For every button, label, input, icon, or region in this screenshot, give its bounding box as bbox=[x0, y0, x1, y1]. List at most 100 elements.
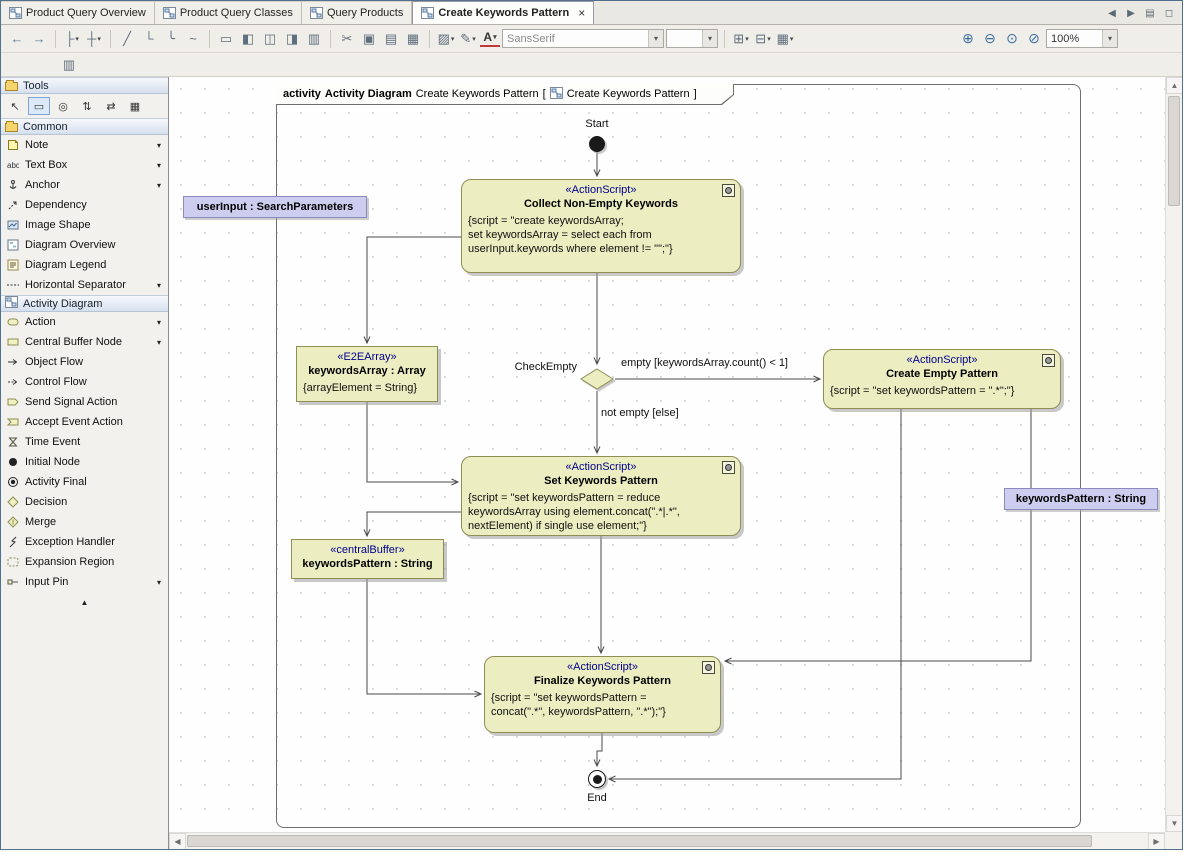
back-icon[interactable]: ← bbox=[7, 29, 27, 49]
swimlanes-icon[interactable]: ▥ bbox=[59, 55, 79, 75]
selection-tool-icon[interactable]: ↖ bbox=[4, 97, 26, 115]
tab-close-icon[interactable]: × bbox=[578, 8, 585, 18]
tab-product-query-classes[interactable]: Product Query Classes bbox=[155, 1, 302, 24]
scroll-left-icon[interactable] bbox=[169, 833, 186, 850]
font-color-icon[interactable]: A▾ bbox=[480, 30, 500, 47]
chevron-down-icon[interactable] bbox=[157, 279, 161, 291]
zoom-out-icon[interactable]: ⊖ bbox=[980, 29, 1000, 49]
distribute-icon[interactable]: ▥ bbox=[304, 29, 324, 49]
palette-item-control-flow[interactable]: Control Flow bbox=[1, 372, 168, 392]
hand-tool-icon[interactable]: ◎ bbox=[52, 97, 74, 115]
marquee-tool-icon[interactable]: ▭ bbox=[28, 97, 50, 115]
palette-item-initial-node[interactable]: Initial Node bbox=[1, 452, 168, 472]
activity-final-node[interactable] bbox=[588, 770, 606, 788]
palette-item-activity-final[interactable]: Activity Final bbox=[1, 472, 168, 492]
palette-item-central-buffer-node[interactable]: Central Buffer Node bbox=[1, 332, 168, 352]
palette-item-expansion-region[interactable]: Expansion Region bbox=[1, 552, 168, 572]
fill-color-icon[interactable]: ▨▾ bbox=[436, 29, 456, 49]
chevron-down-icon[interactable] bbox=[157, 336, 161, 348]
palette-item-merge[interactable]: Merge bbox=[1, 512, 168, 532]
chevron-down-icon[interactable] bbox=[157, 316, 161, 328]
palette-item-send-signal-action[interactable]: Send Signal Action bbox=[1, 392, 168, 412]
rectilinear-path-icon[interactable]: └ bbox=[139, 29, 159, 49]
distribute-horizontal-icon[interactable]: ⇄ bbox=[100, 97, 122, 115]
palette-item-action[interactable]: Action bbox=[1, 312, 168, 332]
decision-node-check-empty[interactable] bbox=[579, 367, 615, 391]
chevron-down-icon[interactable] bbox=[157, 576, 161, 588]
tab-query-products[interactable]: Query Products bbox=[302, 1, 412, 24]
swimlane-tool-icon[interactable]: ▦ bbox=[124, 97, 146, 115]
align-left-icon[interactable]: ◧ bbox=[238, 29, 258, 49]
palette-item-anchor[interactable]: Anchor bbox=[1, 175, 168, 195]
initial-node[interactable] bbox=[589, 136, 605, 152]
palette-item-time-event[interactable]: Time Event bbox=[1, 432, 168, 452]
palette-item-exception-handler[interactable]: Exception Handler bbox=[1, 532, 168, 552]
guard-not-empty-label[interactable]: not empty [else] bbox=[601, 407, 679, 419]
rounded-path-icon[interactable]: ╰ bbox=[161, 29, 181, 49]
previous-diagram-icon[interactable]: ◀ bbox=[1104, 5, 1120, 21]
layout-icon[interactable]: ├▾ bbox=[62, 29, 82, 49]
font-family-select[interactable]: SansSerif bbox=[502, 29, 664, 48]
guard-empty-label[interactable]: empty [keywordsArray.count() < 1] bbox=[621, 357, 788, 369]
align-center-icon[interactable]: ◫ bbox=[260, 29, 280, 49]
font-size-select[interactable] bbox=[666, 29, 718, 48]
zoom-fit-icon[interactable]: ⊘ bbox=[1024, 29, 1044, 49]
chevron-down-icon[interactable] bbox=[157, 179, 161, 191]
palette-item-note[interactable]: Note bbox=[1, 135, 168, 155]
user-input-pin-label[interactable]: userInput : SearchParameters bbox=[183, 196, 367, 218]
palette-item-text-box[interactable]: abcText Box bbox=[1, 155, 168, 175]
palette-item-diagram-overview[interactable]: Diagram Overview bbox=[1, 235, 168, 255]
palette-header-tools[interactable]: Tools bbox=[1, 77, 168, 94]
chevron-down-icon[interactable] bbox=[157, 139, 161, 151]
decision-name-label[interactable]: CheckEmpty bbox=[489, 361, 577, 373]
palette-item-object-flow[interactable]: Object Flow bbox=[1, 352, 168, 372]
related-elements-icon[interactable]: ┼▾ bbox=[84, 29, 104, 49]
palette-header-common[interactable]: Common bbox=[1, 118, 168, 135]
keywords-pattern-label[interactable]: keywordsPattern : String bbox=[1004, 488, 1158, 510]
bezier-path-icon[interactable]: ~ bbox=[183, 29, 203, 49]
vertical-scrollbar[interactable] bbox=[1165, 77, 1182, 832]
palette-item-image-shape[interactable]: Image Shape bbox=[1, 215, 168, 235]
action-create-empty-pattern[interactable]: «ActionScript» Create Empty Pattern {scr… bbox=[823, 349, 1061, 409]
diagram-list-icon[interactable]: ▤ bbox=[1142, 5, 1158, 21]
palette-item-diagram-legend[interactable]: Diagram Legend bbox=[1, 255, 168, 275]
horizontal-scroll-thumb[interactable] bbox=[187, 835, 1092, 847]
palette-item-accept-event-action[interactable]: Accept Event Action bbox=[1, 412, 168, 432]
palette-item-dependency[interactable]: Dependency bbox=[1, 195, 168, 215]
copy-icon[interactable]: ▣ bbox=[359, 29, 379, 49]
restore-window-icon[interactable]: ◻ bbox=[1161, 5, 1177, 21]
action-set-keywords-pattern[interactable]: «ActionScript» Set Keywords Pattern {scr… bbox=[461, 456, 741, 536]
insert-row-icon[interactable]: ⊞▾ bbox=[731, 29, 751, 49]
tab-create-keywords-pattern[interactable]: Create Keywords Pattern× bbox=[412, 1, 594, 24]
horizontal-scrollbar[interactable] bbox=[169, 832, 1165, 849]
pen-color-icon[interactable]: ✎▾ bbox=[458, 29, 478, 49]
cut-icon[interactable]: ✂ bbox=[337, 29, 357, 49]
distribute-vertical-icon[interactable]: ⇅ bbox=[76, 97, 98, 115]
final-node-label[interactable]: End bbox=[573, 792, 621, 804]
zoom-select[interactable]: 100% bbox=[1046, 29, 1118, 48]
scroll-up-icon[interactable] bbox=[1166, 77, 1183, 94]
scroll-right-icon[interactable] bbox=[1148, 833, 1165, 850]
action-finalize-keywords-pattern[interactable]: «ActionScript» Finalize Keywords Pattern… bbox=[484, 656, 721, 733]
zoom-in-icon[interactable]: ⊕ bbox=[958, 29, 978, 49]
palette-scroll-up-icon[interactable] bbox=[1, 592, 168, 608]
palette-item-input-pin[interactable]: Input Pin bbox=[1, 572, 168, 592]
diagram-canvas[interactable]: activity Activity Diagram Create Keyword… bbox=[169, 77, 1165, 832]
palette-item-decision[interactable]: Decision bbox=[1, 492, 168, 512]
palette-item-horizontal-separator[interactable]: Horizontal Separator bbox=[1, 275, 168, 295]
tab-product-query-overview[interactable]: Product Query Overview bbox=[1, 1, 155, 24]
vertical-scroll-thumb[interactable] bbox=[1168, 96, 1180, 206]
initial-node-label[interactable]: Start bbox=[573, 118, 621, 130]
scroll-down-icon[interactable] bbox=[1166, 815, 1183, 832]
central-buffer-keywords-pattern[interactable]: «centralBuffer» keywordsPattern : String bbox=[291, 539, 444, 579]
next-diagram-icon[interactable]: ▶ bbox=[1123, 5, 1139, 21]
action-collect-non-empty-keywords[interactable]: «ActionScript» Collect Non-Empty Keyword… bbox=[461, 179, 741, 273]
zoom-1-1-icon[interactable]: ⊙ bbox=[1002, 29, 1022, 49]
chevron-down-icon[interactable] bbox=[157, 159, 161, 171]
paste-icon[interactable]: ▤ bbox=[381, 29, 401, 49]
palette-header-activity-diagram[interactable]: Activity Diagram bbox=[1, 295, 168, 312]
align-right-icon[interactable]: ◨ bbox=[282, 29, 302, 49]
insert-column-icon[interactable]: ⊟▾ bbox=[753, 29, 773, 49]
oblique-path-icon[interactable]: ╱ bbox=[117, 29, 137, 49]
object-node-keywords-array[interactable]: «E2EArray» keywordsArray : Array {arrayE… bbox=[296, 346, 438, 402]
